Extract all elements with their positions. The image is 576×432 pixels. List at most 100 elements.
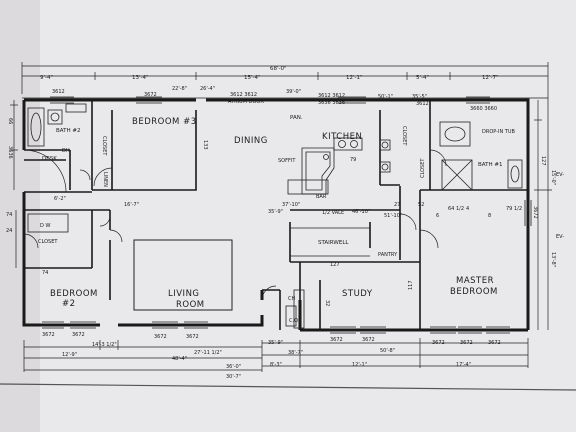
dim-52: 52 xyxy=(418,202,424,208)
dim-bot-3672g: 3672 xyxy=(432,340,445,346)
dim-overall: 68'-0" xyxy=(270,66,287,72)
dim-bot-3672c: 3672 xyxy=(154,334,167,340)
label-study: STUDY xyxy=(342,289,373,299)
dim-r-13-8: 13'-8" xyxy=(550,252,556,267)
dim-3612b: 3612 xyxy=(416,101,429,107)
dim-left-3636: 3636 xyxy=(7,146,13,159)
dim-3660: 3660 3660 xyxy=(470,106,497,112)
dim-bot-12-9: 12'-9" xyxy=(62,352,77,358)
dim-127: 127 xyxy=(330,262,340,268)
dim-bot-3672h: 3672 xyxy=(460,340,473,346)
dim-32: 32 xyxy=(324,300,330,306)
dim-39-0: 39'-0" xyxy=(286,89,301,95)
dim-22-8: 22'-8" xyxy=(172,86,187,92)
dim-bot-12-1: 12'-1" xyxy=(352,362,367,368)
label-bar: BAR xyxy=(316,194,327,200)
stair-lines xyxy=(290,227,370,257)
dimension-labels: 68'-0" 9'-4" 13'-4" 15'-4" 12'-1" 5'-4" … xyxy=(6,66,564,380)
label-kitchen: KITCHEN xyxy=(322,132,362,142)
dim-bot-3672f: 3672 xyxy=(362,337,375,343)
dim-35-9: 35'-9" xyxy=(268,209,283,215)
dim-74a: 74 xyxy=(6,212,12,218)
left-dimension-lines xyxy=(10,100,18,268)
dim-16-7: 16'-7" xyxy=(124,202,139,208)
dim-24: 24 xyxy=(6,228,12,234)
door-swings xyxy=(23,149,447,301)
dim-atrium-codes: 3612 3612 xyxy=(230,92,257,98)
right-dimension-lines xyxy=(534,100,552,330)
dim-37-10: 37'-10" xyxy=(282,202,300,208)
fixtures xyxy=(27,103,523,329)
dim-bot-48-4: 48'-4" xyxy=(172,356,187,362)
label-living-2: ROOM xyxy=(176,300,205,310)
dim-79-half: 79 1/2 xyxy=(506,206,522,212)
dim-left-66: 66 xyxy=(7,118,13,124)
dim-top-13-4: 13'-4" xyxy=(132,75,149,81)
label-co: C.O. xyxy=(289,318,300,324)
dim-bot-36-0: 36'-0" xyxy=(226,364,241,370)
dim-r-15-0: 15'-0" xyxy=(550,170,556,185)
dim-ev-2: EV- xyxy=(556,234,564,240)
dim-top-12-1: 12'-1" xyxy=(346,75,363,81)
paper-shadow xyxy=(0,0,40,432)
dim-bot-35-9: 35'-9" xyxy=(268,340,283,346)
dim-top-12-7: 12'-7" xyxy=(482,75,499,81)
dim-64: 64 1/2 xyxy=(448,206,464,212)
label-closet-bed3: CLOSET xyxy=(101,136,107,156)
dim-117: 117 xyxy=(408,280,414,290)
dim-r-127: 127 xyxy=(540,156,546,166)
dim-bot-30-7: 30'-7" xyxy=(226,374,241,380)
label-dw: D W xyxy=(40,223,50,229)
label-closet-kitchen: CLOSET xyxy=(401,126,407,146)
label-pantry: PANTRY xyxy=(378,252,398,258)
dim-bot-14-3: 14'-3 1/2" xyxy=(92,342,117,348)
dim-6: 6 xyxy=(436,213,439,219)
dim-bot-3672i: 3672 xyxy=(488,340,501,346)
dim-35-5: 35'-5" xyxy=(412,94,427,100)
label-ch: CH xyxy=(288,296,295,302)
label-pan: PAN. xyxy=(290,115,303,121)
dim-ev-1: EV- xyxy=(556,172,564,178)
label-master-1: MASTER xyxy=(456,276,494,286)
label-master-2: BEDROOM xyxy=(450,287,498,297)
label-bedroom2-2: #2 xyxy=(62,299,76,309)
dim-8: 8 xyxy=(488,213,491,219)
dim-k3612: 3612 3612 xyxy=(318,93,345,99)
label-stairwell: STAIRWELL xyxy=(318,240,349,246)
dim-3672a: 3672 xyxy=(144,92,157,98)
dim-4: 4 xyxy=(466,206,469,212)
dim-74b: 74 xyxy=(42,270,48,276)
dim-top-9-4: 9'-4" xyxy=(40,75,53,81)
dim-50-1: 50'-1" xyxy=(378,94,393,100)
label-bedroom2-1: BEDROOM xyxy=(50,289,98,299)
label-desk: DESK xyxy=(42,156,57,162)
dim-bot-3672b: 3672 xyxy=(72,332,85,338)
label-linen: LINEN xyxy=(102,172,108,187)
bottom-dimension-lines xyxy=(23,338,529,372)
label-soffit: SOFFIT xyxy=(278,158,296,164)
top-dimension-lines xyxy=(21,62,549,100)
dim-6-2: 6'-2" xyxy=(54,196,66,202)
dim-bot-38-7: 38'-7" xyxy=(288,350,303,356)
dim-top-15-4: 15'-4" xyxy=(244,75,261,81)
dim-top-5-4: 5'-4" xyxy=(416,75,429,81)
dim-bot-3672a: 3672 xyxy=(42,332,55,338)
dim-atrium-door: ATRIUM DOOR xyxy=(228,99,264,105)
dim-27: 27 xyxy=(394,202,400,208)
dim-bot-27-11: 27'-11 1/2" xyxy=(194,350,222,356)
dim-k3636: 3636 3636 xyxy=(318,100,345,106)
label-living-1: LIVING xyxy=(168,289,200,299)
label-bath1: BATH #1 xyxy=(478,162,502,168)
dim-bot-17-4: 17'-4" xyxy=(456,362,471,368)
exterior-walls xyxy=(22,96,532,334)
dim-bot-50-8: 50'-8" xyxy=(380,348,395,354)
label-closet-master: CLOSET xyxy=(420,158,426,178)
dim-bot-3672d: 3672 xyxy=(186,334,199,340)
dim-46-10: 46'-10" xyxy=(352,209,370,215)
label-dh: DH xyxy=(62,148,70,154)
dim-26-4: 26'-4" xyxy=(200,86,215,92)
label-bedroom3: BEDROOM #3 xyxy=(132,117,197,127)
dim-3612a: 3612 xyxy=(52,89,65,95)
